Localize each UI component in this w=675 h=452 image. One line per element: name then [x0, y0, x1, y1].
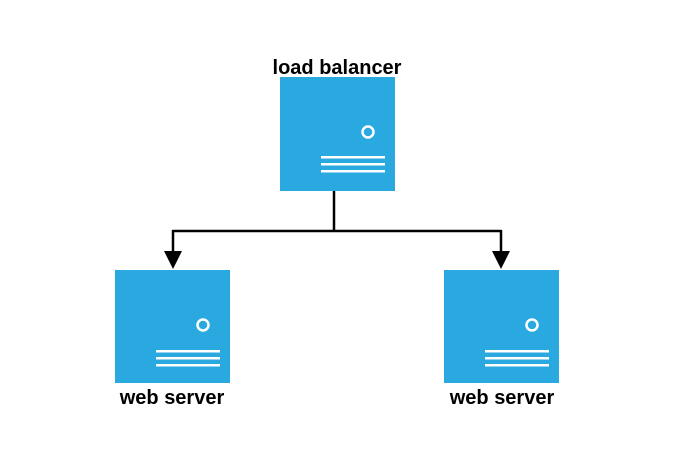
web-server-right-drive-bays: [485, 350, 549, 367]
load-balancer-drive-bays: [321, 156, 385, 173]
load-balancer-server-icon: [280, 77, 395, 191]
drive-bay-line: [156, 364, 220, 367]
load-balancer-power-led: [361, 125, 375, 139]
load-balancer-server-body: [280, 77, 395, 191]
drive-bay-line: [485, 364, 549, 367]
arrowhead-right-icon: [492, 251, 510, 269]
web-server-right-label: web server: [449, 387, 555, 409]
drive-bay-line: [321, 170, 385, 173]
load-balancer-node: load balancer: [273, 57, 402, 191]
drive-bay-line: [156, 357, 220, 360]
web-server-left-drive-bays: [156, 350, 220, 367]
web-server-right-node: web server: [444, 270, 559, 409]
drive-bay-line: [485, 350, 549, 353]
drive-bay-line: [321, 163, 385, 166]
web-server-left-power-led: [196, 318, 210, 332]
drive-bay-line: [156, 350, 220, 353]
drive-bay-line: [485, 357, 549, 360]
web-server-right-power-led: [525, 318, 539, 332]
load-balancer-label: load balancer: [273, 57, 402, 79]
drive-bay-line: [321, 156, 385, 159]
web-server-left-server-icon: [115, 270, 230, 383]
arrowhead-left-icon: [164, 251, 182, 269]
web-server-left-node: web server: [115, 270, 230, 409]
connectors: [164, 191, 510, 269]
web-server-left-label: web server: [119, 387, 225, 409]
web-server-right-server-icon: [444, 270, 559, 383]
